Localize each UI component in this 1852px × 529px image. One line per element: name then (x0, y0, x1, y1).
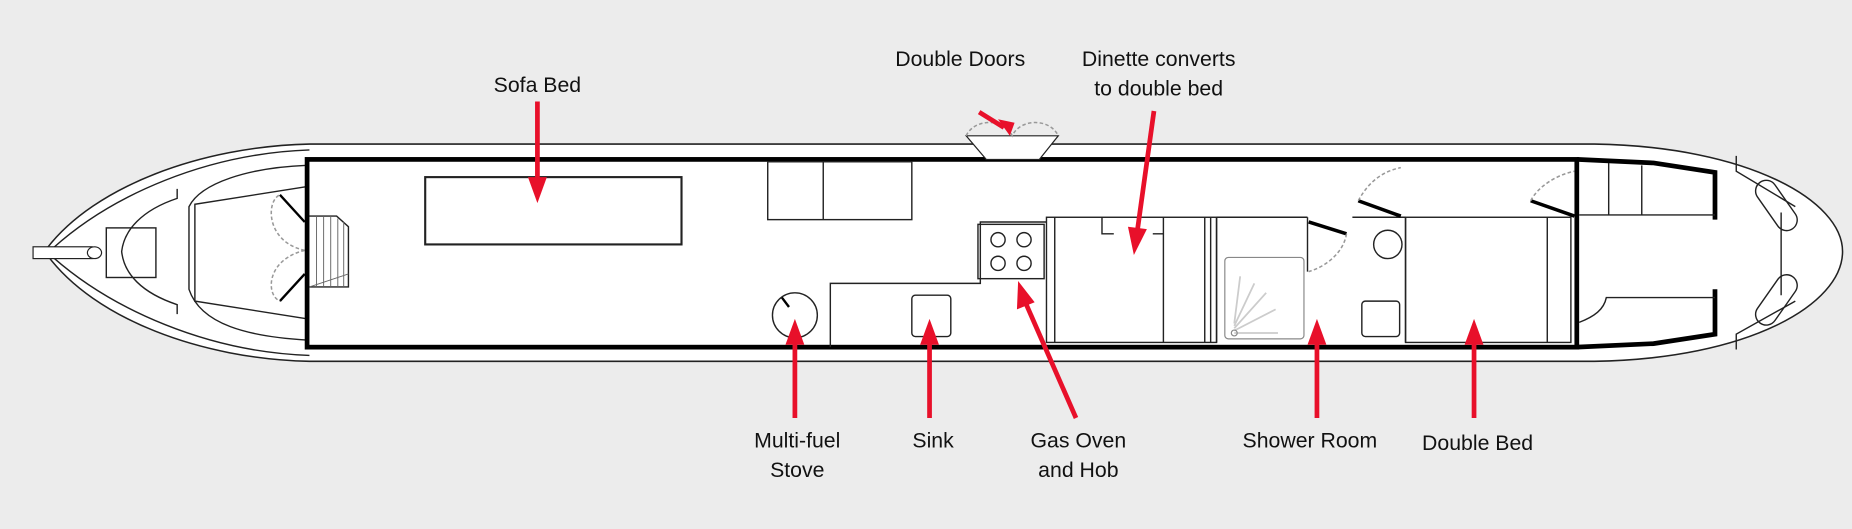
arrow-sink (920, 318, 939, 419)
label-dinette-1: Dinette converts (1082, 47, 1236, 71)
galley-cupboards (767, 161, 913, 221)
gas-hob (977, 223, 1045, 280)
arrow-shower (1307, 318, 1327, 419)
sofa-bed (424, 176, 683, 246)
double-bed (1404, 170, 1576, 344)
arrow-double-doors (977, 110, 1015, 136)
arrow-dinette (1127, 110, 1157, 256)
shower-room (1215, 216, 1348, 343)
arrows (527, 101, 1484, 419)
label-stove-1: Multi-fuel (754, 429, 840, 453)
bow-locker (105, 227, 157, 279)
label-double-doors: Double Doors (895, 47, 1025, 71)
label-sink: Sink (912, 429, 954, 453)
label-sofa-bed: Sofa Bed (494, 73, 581, 97)
bow-fender (32, 246, 103, 260)
label-stove-2: Stove (770, 458, 824, 482)
galley-counter (829, 221, 1047, 348)
stern-cabin (1576, 155, 1798, 350)
bow-steps (309, 215, 350, 288)
arrow-stove (785, 318, 805, 419)
label-shower-room: Shower Room (1243, 429, 1378, 453)
label-dinette-2: to double bed (1094, 77, 1223, 101)
arrow-gas-hob (1016, 281, 1079, 419)
side-double-doors (964, 121, 1060, 160)
label-gas-1: Gas Oven (1031, 429, 1127, 453)
arrow-sofa-bed (527, 101, 547, 204)
arrow-double-bed (1464, 318, 1484, 419)
hull (46, 143, 1844, 363)
label-double-bed: Double Bed (1422, 431, 1533, 455)
label-gas-2: and Hob (1038, 458, 1118, 482)
bow-doors (270, 194, 306, 302)
cabin-walls (304, 157, 1580, 350)
